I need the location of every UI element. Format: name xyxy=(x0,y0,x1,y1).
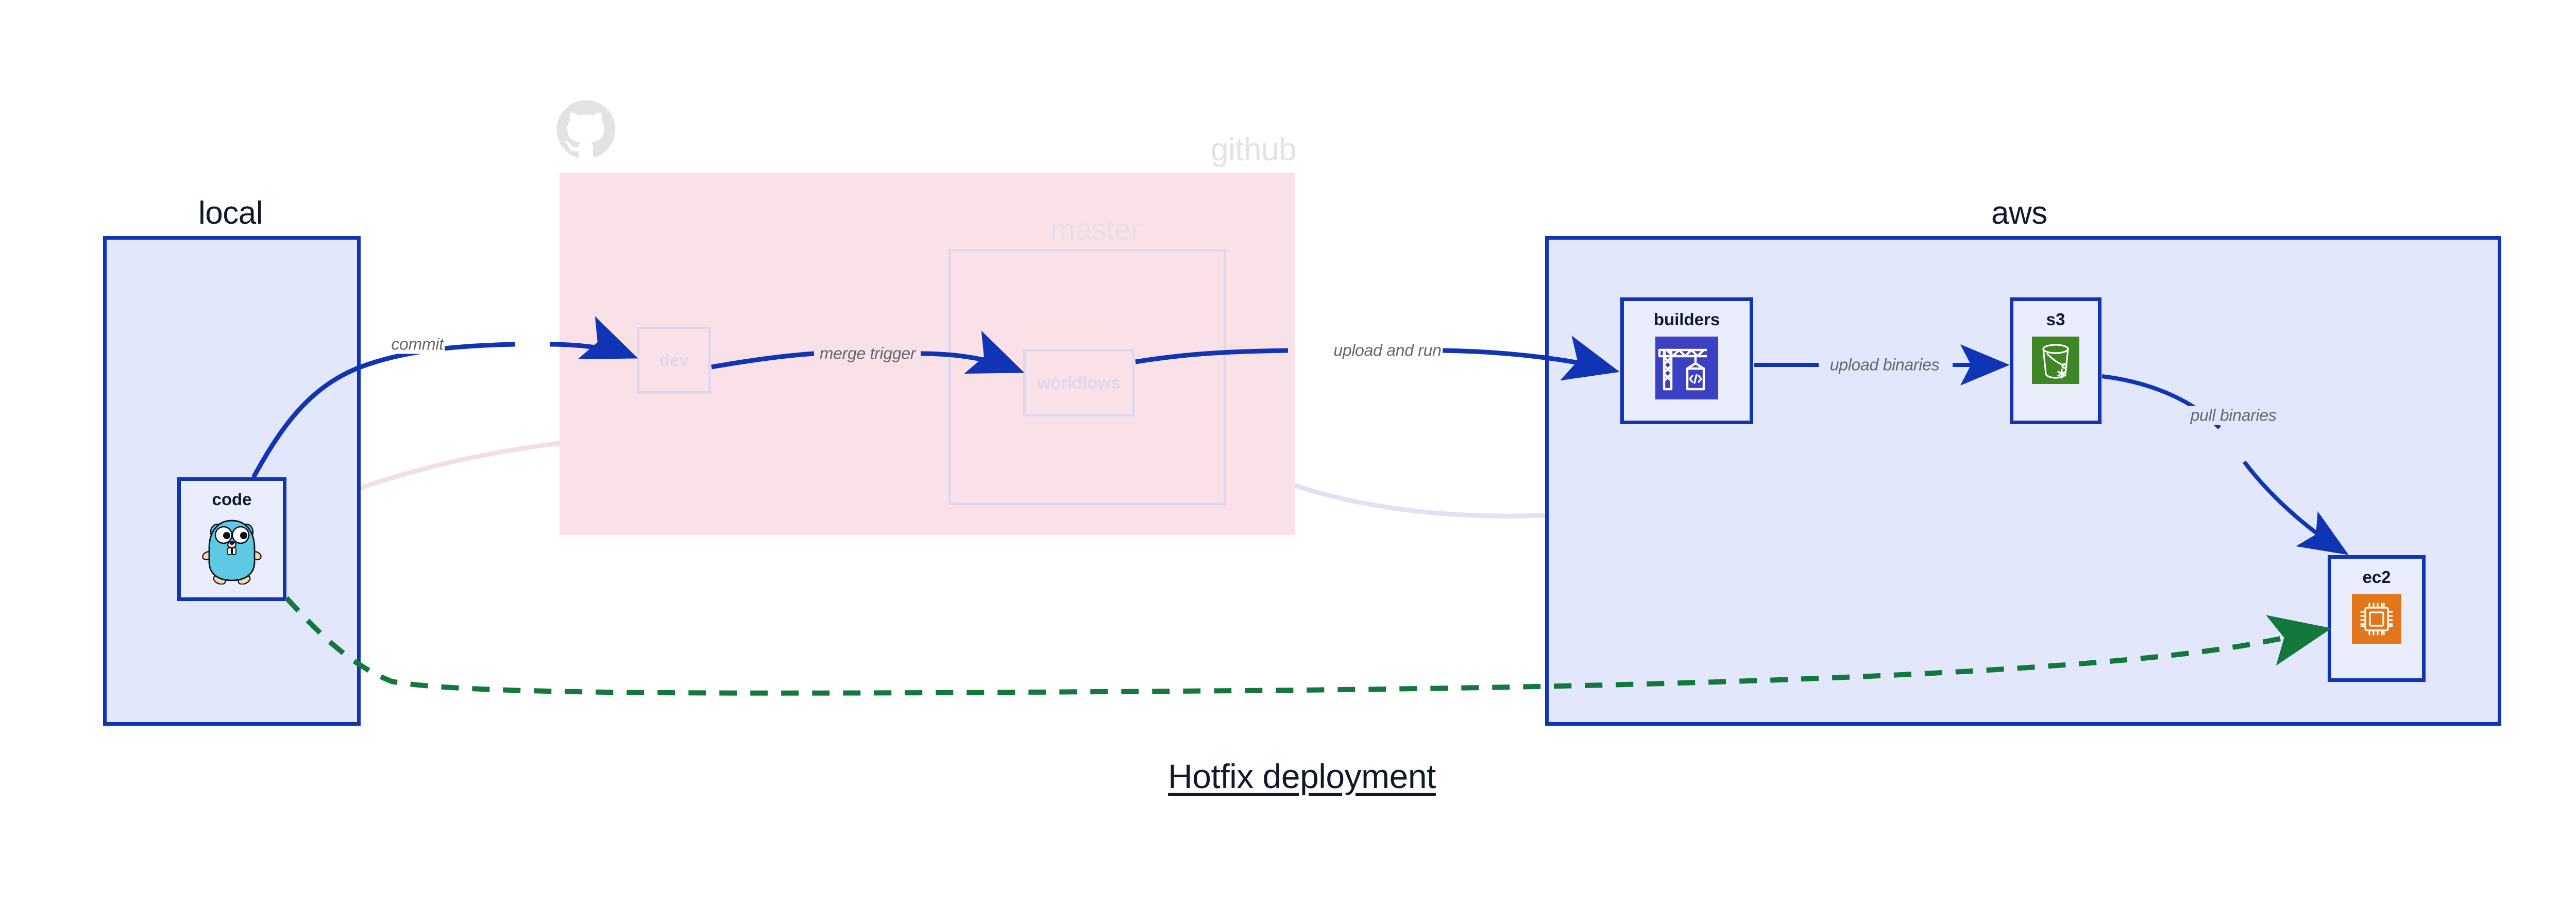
node-dev-label: dev xyxy=(659,350,689,370)
edge-pull-binaries-tail[interactable] xyxy=(2242,460,2349,555)
group-title-local: local xyxy=(198,195,263,231)
node-s3-label: s3 xyxy=(2046,310,2065,329)
group-title-github: github xyxy=(1211,132,1296,168)
edge-label-pull-binaries: pull binaries xyxy=(2189,406,2278,425)
edge-commit-tail[interactable] xyxy=(549,316,638,360)
node-builders[interactable]: builders xyxy=(1620,297,1753,424)
group-title-master: master xyxy=(1050,213,1141,246)
node-builders-label: builders xyxy=(1653,310,1720,329)
edge-commit[interactable] xyxy=(251,342,516,479)
edge-hotfix-direct[interactable] xyxy=(284,596,2332,696)
node-s3[interactable]: s3 xyxy=(2010,297,2102,424)
group-title-aws: aws xyxy=(1991,195,2047,231)
github-logo-icon xyxy=(556,100,616,158)
group-master xyxy=(948,249,1226,505)
aws-s3-bucket-icon xyxy=(2032,337,2079,387)
edge-label-upload-and-run: upload and run xyxy=(1332,341,1443,360)
edge-label-merge-trigger: merge trigger xyxy=(818,344,918,363)
node-ec2[interactable]: ec2 xyxy=(2328,555,2426,682)
node-workflows[interactable]: workflows xyxy=(1023,349,1134,416)
edge-merge-trigger-tail[interactable] xyxy=(920,330,1025,374)
edge-merge-trigger[interactable] xyxy=(711,351,815,370)
node-workflows-label: workflows xyxy=(1037,373,1121,392)
diagram-caption: Hotfix deployment xyxy=(1168,757,1436,795)
go-gopher-icon xyxy=(201,516,263,587)
node-dev[interactable]: dev xyxy=(637,327,711,394)
edge-upload-and-run-tail[interactable] xyxy=(1442,336,1620,381)
node-code[interactable]: code xyxy=(177,477,286,601)
node-ec2-label: ec2 xyxy=(2362,567,2391,587)
edge-label-commit: commit xyxy=(389,335,445,354)
aws-codebuild-crane-icon xyxy=(1655,337,1718,402)
edge-upload-and-run[interactable] xyxy=(1135,348,1289,364)
aws-ec2-chip-icon xyxy=(2352,594,2401,646)
edge-label-upload-binaries: upload binaries xyxy=(1828,355,1941,375)
node-code-label: code xyxy=(212,490,252,509)
